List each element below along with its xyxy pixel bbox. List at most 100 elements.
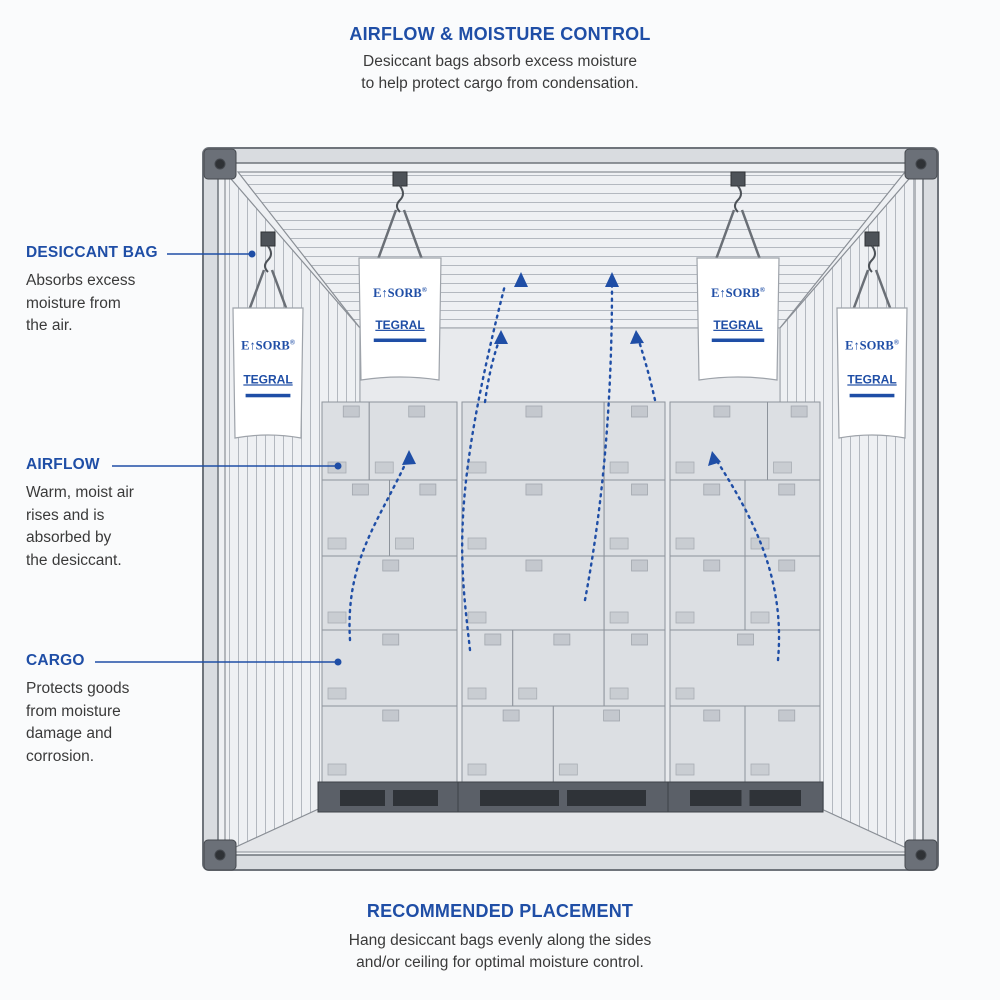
box-label [327, 611, 347, 624]
bag-brand-text: E↑SORB® [373, 286, 428, 300]
callout-leaders [95, 253, 338, 663]
airflow-arrow-1 [348, 456, 410, 642]
box-label [467, 537, 487, 550]
box-label [675, 461, 695, 474]
box-tape [525, 483, 543, 496]
corner-castings [203, 148, 938, 871]
box-label [467, 461, 487, 474]
pallets [317, 781, 824, 813]
bag-maker-text: TEGRAL [243, 372, 292, 386]
bag-body [232, 307, 304, 439]
bag-brand-mark: ® [290, 339, 296, 347]
box-tape [351, 483, 369, 496]
box-tape [603, 709, 620, 722]
desiccant-bag: E↑SORB®TEGRAL [232, 231, 304, 439]
airflow-arrow-3 [583, 283, 614, 602]
hook-bracket [730, 171, 746, 187]
callout-cargo-title: CARGO [26, 652, 85, 669]
box-tape [790, 405, 808, 418]
airflow-arrow-5 [483, 336, 502, 404]
cargo-stack [321, 401, 821, 783]
callout-line: absorbed by [26, 529, 112, 546]
footer-line-1: Hang desiccant bags evenly along the sid… [348, 932, 652, 949]
desiccant-bags: E↑SORB®TEGRALE↑SORB®TEGRALE↑SORB®TEGRALE… [232, 171, 908, 439]
box-tape [342, 405, 360, 418]
box-tape [525, 559, 543, 572]
pallet-slot [749, 790, 801, 806]
box-tape [408, 405, 426, 418]
pallet [317, 781, 461, 813]
header-line-1: Desiccant bags absorb excess moisture [363, 53, 637, 70]
callout-line: from moisture [26, 702, 121, 720]
hook-bracket [260, 231, 276, 247]
box-tape [631, 559, 648, 572]
callout-line: the air. [26, 317, 73, 334]
hook-bracket [392, 171, 408, 187]
box-tape [703, 559, 721, 572]
hook-bracket [864, 231, 880, 247]
bag-body [696, 257, 780, 381]
pallet-slot [340, 790, 385, 806]
callout-line: moisture from [26, 294, 121, 312]
callout-airflow-title: AIRFLOW [26, 456, 100, 473]
box-label [327, 763, 347, 776]
box-tape [502, 709, 520, 722]
pallet-slot [567, 790, 646, 806]
box-tape [703, 709, 721, 722]
box-label [773, 461, 792, 474]
callout-airflow-text: Warm, moist air rises and is absorbed by… [26, 482, 176, 572]
footer-title: RECOMMENDED PLACEMENT [366, 901, 634, 921]
box-tape [382, 559, 400, 572]
pallet-slot [480, 790, 559, 806]
bag-brand-text: E↑SORB® [845, 339, 900, 353]
box-label [467, 611, 487, 624]
bag-stripe [711, 338, 765, 343]
callout-dots [248, 250, 342, 666]
box-label [467, 687, 487, 700]
box-tape [713, 405, 731, 418]
callout-line: Warm, moist air [26, 484, 134, 501]
bag-maker-text: TEGRAL [375, 318, 424, 332]
header-description: Desiccant bags absorb excess moisture to… [0, 51, 1000, 95]
box-tape [631, 483, 648, 496]
box-label [609, 611, 629, 624]
box-label [374, 461, 394, 474]
box-tape [382, 633, 400, 646]
box-tape [631, 633, 648, 646]
box-tape [778, 559, 796, 572]
box-tape [553, 633, 571, 646]
box-tape [631, 405, 648, 418]
bag-maker-text: TEGRAL [847, 372, 896, 386]
bag-maker-text: TEGRAL [713, 318, 762, 332]
box-label [675, 537, 695, 550]
bag-brand-mark: ® [894, 339, 900, 347]
callout-line: damage and [26, 725, 113, 742]
bag-brand-mark: ® [760, 286, 766, 294]
bag-body [836, 307, 908, 439]
airflow-arrow-2 [460, 283, 507, 652]
callout-airflow: AIRFLOW Warm, moist air rises and is abs… [26, 456, 176, 572]
callout-desiccant-text: Absorbs excess moisture from the air. [26, 270, 176, 338]
pallet-slot [393, 790, 438, 806]
box-label [750, 611, 770, 624]
bag-stripe [373, 338, 427, 343]
callout-cargo-text: Protects goods from moisture damage and … [26, 678, 176, 768]
box-label [558, 763, 578, 776]
box-tape [778, 483, 796, 496]
box-label [327, 687, 347, 700]
box-label [675, 763, 695, 776]
box-label [518, 687, 538, 700]
callout-line: corrosion. [26, 747, 95, 765]
box-tape [703, 483, 721, 496]
box-tape [737, 633, 754, 646]
header-line-2: to help protect cargo from condensation. [361, 75, 639, 92]
callout-line: Absorbs excess [26, 272, 136, 289]
box-label [675, 687, 695, 700]
footer-line-2: and/or ceiling for optimal moisture cont… [356, 954, 644, 971]
bag-stripe [849, 393, 895, 398]
box-label [609, 461, 629, 474]
box-label [609, 687, 629, 700]
box-label [750, 763, 770, 776]
box-label [395, 537, 414, 550]
bag-brand-text: E↑SORB® [711, 286, 766, 300]
